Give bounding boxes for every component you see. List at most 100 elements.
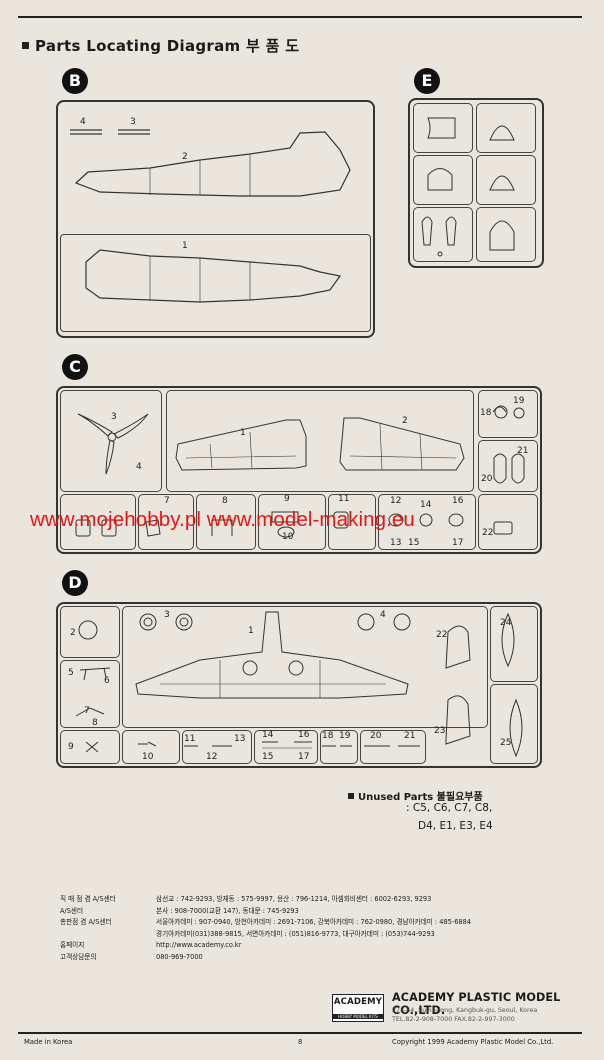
part-label-c22: 22 [482,528,494,538]
part-c18-shape [494,405,508,419]
sprue-d-frame [56,602,542,768]
part-label-d12: 12 [206,752,218,762]
part-d23-shape [445,695,471,745]
part-label-c13: 13 [390,538,402,548]
sprue-d-cell-20-21 [360,730,426,764]
sprue-d-cell-2 [60,606,120,658]
part-c11-shape [333,511,349,529]
part-d4-shape [357,613,375,631]
part-label-c16: 16 [452,496,464,506]
service-value: 서울아카데미 : 907-0940, 방천아카데미 : 2691-7106, 강… [156,918,471,926]
service-value: 080-969-7000 [156,952,203,961]
section-badge-c: C [62,354,88,380]
part-c6-shape [101,519,117,537]
propeller-blade-3-shape [105,439,115,475]
logo-brand: ACADEMY [333,997,383,1007]
sprue-d-cell-wing [122,606,488,728]
sprue-c-cell-11 [328,494,376,550]
radiator-right-shape [288,660,304,676]
drop-tank-half-1-shape [501,612,515,668]
company-name: ACADEMY PLASTIC MODEL CO.,LTD. [392,991,561,1017]
part-label-c3: 3 [111,412,117,422]
page-title-text: Parts Locating Diagram 부 품 도 [35,37,300,55]
part-label-d23: 23 [434,726,446,736]
part-d7-shape [75,707,105,717]
part-label-d1: 1 [248,626,254,636]
sprue-b-frame [56,100,375,338]
service-value: 경기아카데미(031)388-9815, 서면아카데미 : (051)816-9… [156,929,435,938]
part-label-c8: 8 [222,496,228,506]
sprue-e-cell-2 [476,103,536,153]
part-c14-shape [419,513,433,527]
part-label-d20: 20 [370,731,382,741]
part-label-d22: 22 [436,630,448,640]
part-d22-shape [445,625,471,669]
part-label-c18: 18 [480,408,492,418]
sprue-c-cell-18-19 [478,390,538,438]
company-phone: TEL.82-2-908-7000 FAX.82-2-997-3000 [392,1016,515,1023]
sprue-c-frame [56,386,542,554]
sprue-e-cell-4 [476,155,536,205]
sprue-c-cell-22 [478,494,538,550]
page-number: 8 [298,1038,303,1046]
sprue-c-cell-propeller [60,390,162,492]
service-value: 본사 : 908-7000(교환 147), 동대문 : 745-9293 [156,906,299,915]
unused-parts-line-1: : C5, C6, C7, C8, [406,802,493,814]
part-label-d15: 15 [262,752,274,762]
part-label-c4: 4 [136,462,142,472]
part-c22-shape [493,521,513,535]
part-label-c21: 21 [517,446,529,456]
service-label: A/S센터 [60,906,84,915]
sprue-d-cell-18-19 [320,730,358,764]
canopy-large-shape [489,220,515,251]
logo-sub: HOBBY MODEL KITS [333,1014,383,1019]
part-label-d2: 2 [70,628,76,638]
part-label-c2: 2 [402,416,408,426]
sprue-b-lower-cell [60,234,371,332]
sprue-c-cell-7 [138,494,194,550]
bomb-right-shape [511,453,525,484]
propeller-blade-2-shape [113,413,149,439]
part-label-b2: 2 [182,152,188,162]
sprue-e-frame [408,98,544,268]
part-label-c17: 17 [452,538,464,548]
watermark-text: www.mojehobby.pl www.model-making.eu [30,508,415,531]
top-rule [18,16,582,18]
sprue-c-cell-20-21 [478,440,538,492]
canopy-middle-shape [427,168,453,191]
sprue-e-cell-5 [413,207,473,262]
part-label-d6: 6 [104,676,110,686]
clear-part-right-shape [445,216,457,246]
page-title: Parts Locating Diagram 부 품 도 [22,35,299,56]
part-c19-shape [513,407,525,419]
unused-parts-line-2: D4, E1, E3, E4 [418,820,493,832]
sprue-d-cell-25 [490,684,538,764]
part-label-c7: 7 [164,496,170,506]
part-d5-shape [79,667,111,681]
part-label-d5: 5 [68,668,74,678]
part-label-c19: 19 [513,396,525,406]
part-label-c20: 20 [481,474,493,484]
service-label: 고객상담문의 [60,952,97,961]
part-label-d8: 8 [92,718,98,728]
sprue-d-cell-10 [122,730,180,764]
sprue-d-cell-14-17 [254,730,318,764]
part-label-c12: 12 [390,496,402,506]
service-label: 홈페이지 [60,941,85,949]
copyright: Copyright 1999 Academy Plastic Model Co.… [392,1038,554,1046]
canopy-front-shape [427,117,456,139]
sprue-d-cell-9 [60,730,120,764]
windscreen-shape [489,175,515,191]
sprue-c-cell-12-17 [378,494,476,550]
part-c7-shape [145,519,161,537]
clear-part-left-shape [421,216,433,246]
part-label-d19: 19 [339,731,351,741]
part-c12-shape [388,513,404,527]
bomb-left-shape [493,453,507,484]
service-label: 직 매 점 겸 A/S센터 [60,895,116,903]
